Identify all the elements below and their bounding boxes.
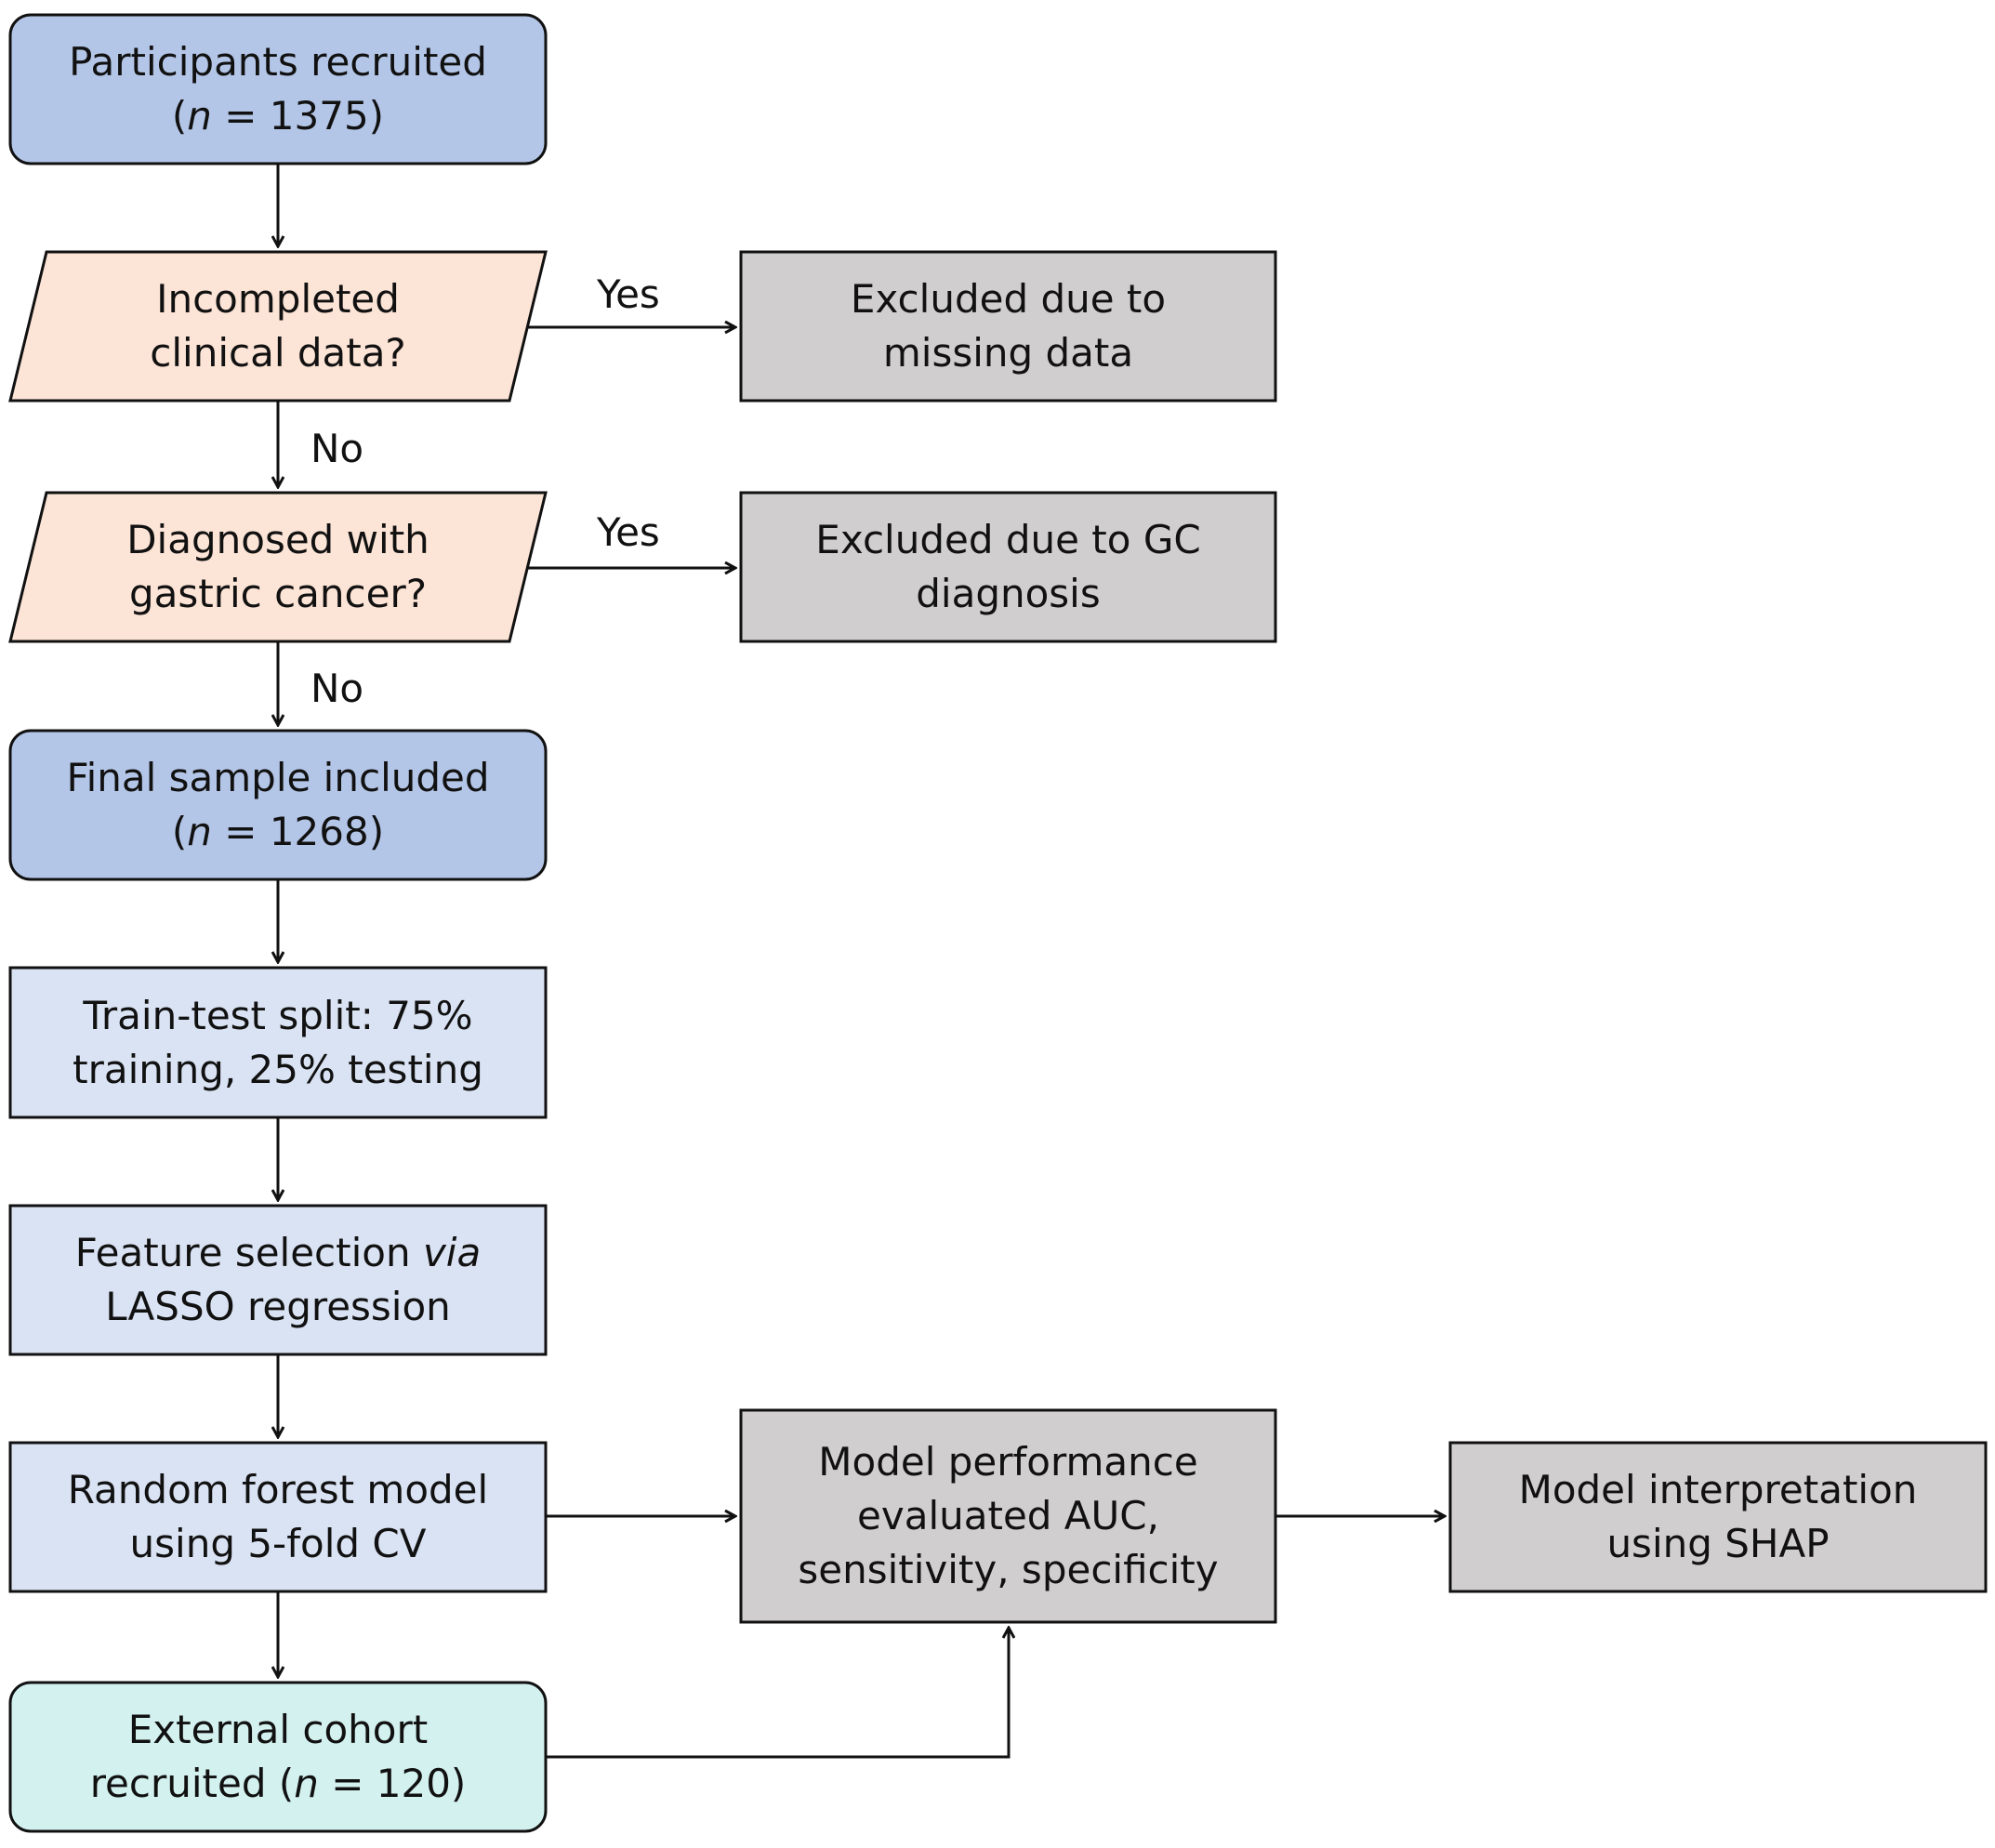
decision-incomplete-data — [8, 250, 548, 403]
feature-selection-line2: LASSO regression — [105, 1284, 451, 1329]
external-cohort-line2: recruited (n = 120) — [89, 1761, 467, 1806]
box-random-forest — [8, 1441, 548, 1593]
box-train-test-split — [8, 966, 548, 1119]
external-cohort-label: External cohort recruited (n = 120) — [10, 1683, 546, 1831]
feature-selection-label: Feature selection via LASSO regression — [10, 1206, 546, 1354]
edge-label-yes-1: Yes — [597, 271, 660, 317]
model-performance-label: Model performance evaluated AUC, sensiti… — [741, 1410, 1275, 1622]
edge-label-no-2: No — [310, 666, 364, 711]
final-sample-line2: (n = 1268) — [171, 809, 385, 854]
box-model-interpretation — [1448, 1441, 1988, 1593]
model-interpretation-line2: using SHAP — [1606, 1521, 1830, 1566]
model-interpretation-label: Model interpretation using SHAP — [1450, 1443, 1986, 1591]
gastric-cancer-line1: Diagnosed with — [126, 517, 429, 562]
box-excluded-missing — [739, 250, 1277, 403]
excluded-missing-line1: Excluded due to — [850, 276, 1167, 322]
final-sample-label: Final sample included (n = 1268) — [10, 731, 546, 879]
random-forest-label: Random forest model using 5-fold CV — [10, 1443, 546, 1591]
incomplete-data-line1: Incompleted — [156, 276, 400, 322]
random-forest-line1: Random forest model — [67, 1467, 489, 1512]
excluded-missing-line2: missing data — [882, 330, 1134, 376]
train-test-split-label: Train-test split: 75% training, 25% test… — [10, 968, 546, 1117]
excluded-missing-label: Excluded due to missing data — [741, 252, 1275, 401]
train-test-split-line1: Train-test split: 75% — [83, 992, 473, 1038]
box-excluded-gc — [739, 491, 1277, 643]
model-performance-line2: evaluated AUC, — [857, 1493, 1159, 1538]
excluded-gc-line2: diagnosis — [916, 571, 1101, 616]
model-performance-line3: sensitivity, specificity — [798, 1547, 1219, 1592]
edge-label-yes-2: Yes — [597, 509, 660, 555]
model-interpretation-line1: Model interpretation — [1518, 1467, 1918, 1512]
model-performance-line1: Model performance — [818, 1439, 1198, 1485]
participants-recruited-line2: (n = 1375) — [171, 93, 385, 139]
participants-recruited-label: Participants recruited (n = 1375) — [10, 15, 546, 164]
feature-selection-line1: Feature selection via — [74, 1230, 482, 1275]
external-cohort-line1: External cohort — [127, 1707, 429, 1752]
incomplete-data-line2: clinical data? — [150, 330, 406, 376]
box-feature-selection — [8, 1204, 548, 1356]
edge-label-no-1: No — [310, 426, 364, 471]
decision-gastric-cancer — [8, 491, 548, 643]
excluded-gc-label: Excluded due to GC diagnosis — [741, 493, 1275, 641]
train-test-split-line2: training, 25% testing — [73, 1046, 483, 1092]
final-sample-line1: Final sample included — [66, 755, 490, 800]
gastric-cancer-label: Diagnosed with gastric cancer? — [10, 493, 546, 641]
random-forest-line2: using 5-fold CV — [129, 1521, 427, 1566]
incomplete-data-label: Incompleted clinical data? — [10, 252, 546, 401]
arrow-external-to-performance — [546, 1628, 1009, 1759]
participants-recruited-line1: Participants recruited — [69, 39, 487, 85]
excluded-gc-line1: Excluded due to GC — [815, 517, 1201, 562]
gastric-cancer-line2: gastric cancer? — [128, 571, 428, 616]
